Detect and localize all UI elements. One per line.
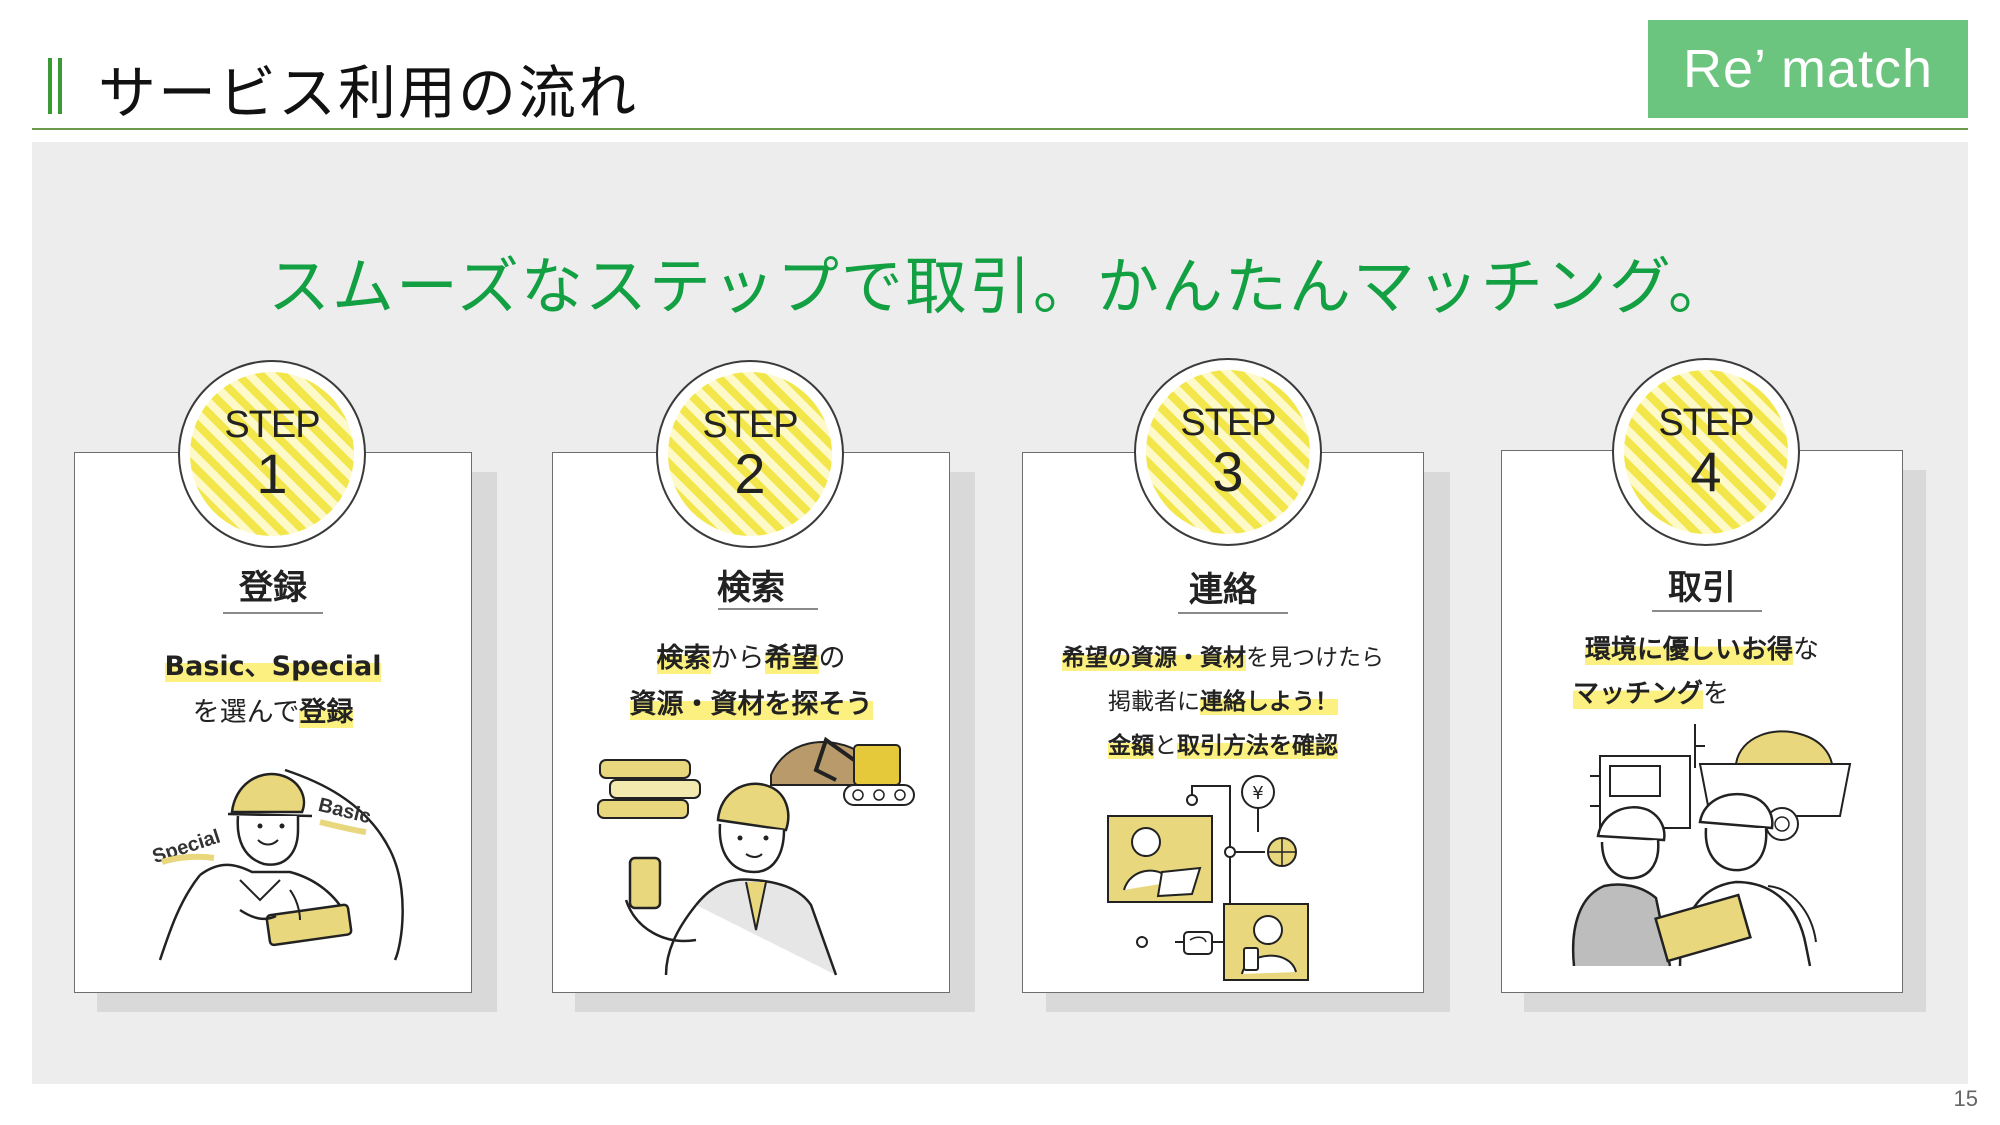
headline: スムーズなステップで取引。かんたんマッチング。 <box>268 250 1732 323</box>
desc-segment: 金額 <box>1108 733 1154 759</box>
step-badge-number: 1 <box>256 441 288 505</box>
desc-segment: と <box>1154 733 1177 759</box>
step-desc-3: 希望の資源・資材を見つけたら 掲載者に連絡しよう！ 金額と取引方法を確認 <box>1022 636 1424 768</box>
desc-segment: 取引方法を確認 <box>1177 733 1338 759</box>
step-desc-2: 検索から希望の 資源・資材を探そう <box>552 636 950 728</box>
desc-line: Basic、Special <box>74 644 472 690</box>
illus-label-special: Special <box>150 826 223 869</box>
step-badge-1: STEP 1 <box>178 360 366 548</box>
desc-line: 金額と取引方法を確認 <box>1022 724 1424 768</box>
desc-segment: 連絡しよう！ <box>1200 689 1338 715</box>
desc-segment: を選んで <box>192 697 300 728</box>
desc-segment: 環境に優しいお得 <box>1584 635 1793 665</box>
person-tablet-illustration: Special Basic <box>150 768 404 961</box>
desc-segment: 掲載者に <box>1108 689 1200 715</box>
step-badge-label: STEP <box>224 404 320 447</box>
page-number: 15 <box>1953 1086 1978 1111</box>
desc-line: 環境に優しいお得な <box>1501 628 1903 672</box>
desc-segment: を <box>1703 679 1730 709</box>
step-badge-stripes: STEP 3 <box>1146 370 1310 534</box>
desc-segment: な <box>1793 635 1820 665</box>
desc-line: 検索から希望の <box>552 636 950 682</box>
step-badge-3: STEP 3 <box>1134 358 1322 546</box>
desc-line: 希望の資源・資材を見つけたら <box>1022 636 1424 680</box>
desc-segment: 資源・資材を探そう <box>629 689 873 720</box>
step-title-rule <box>718 608 818 610</box>
desc-line: マッチングを <box>1501 672 1903 716</box>
brand-logo: Re’ match <box>1648 20 1968 118</box>
workers-truck-illustration <box>1571 724 1852 967</box>
desc-segment: マッチング <box>1573 679 1704 709</box>
desc-line: を選んで登録 <box>74 690 472 736</box>
title-divider <box>32 128 1968 130</box>
desc-line: 資源・資材を探そう <box>552 682 950 728</box>
desc-line: 掲載者に連絡しよう！ <box>1022 680 1424 724</box>
step-title-4: 取引 <box>1668 568 1736 608</box>
step-title-rule <box>1178 612 1288 614</box>
desc-segment: 希望 <box>764 643 819 674</box>
desc-segment: Basic、Special <box>164 651 382 682</box>
step-title-rule <box>223 612 323 614</box>
step-badge-label: STEP <box>1658 402 1754 445</box>
step-badge-label: STEP <box>702 404 798 447</box>
step-title-rule <box>1652 610 1762 612</box>
step-title-1: 登録 <box>239 568 307 608</box>
step-title-3: 連絡 <box>1189 570 1257 610</box>
step-badge-stripes: STEP 2 <box>668 372 832 536</box>
yen-icon: ¥ <box>1252 783 1263 804</box>
title-accent-bars <box>48 58 62 114</box>
desc-segment: 登録 <box>299 697 354 728</box>
step-badge-4: STEP 4 <box>1612 358 1800 546</box>
brand-logo-text: Re’ match <box>1682 39 1934 99</box>
step-desc-1: Basic、Special を選んで登録 <box>74 644 472 736</box>
step-badge-label: STEP <box>1180 402 1276 445</box>
desc-segment: から <box>710 643 765 674</box>
step-badge-stripes: STEP 1 <box>190 372 354 536</box>
step-title-2: 検索 <box>717 568 785 608</box>
desc-segment: の <box>818 643 846 674</box>
step-badge-number: 3 <box>1212 439 1244 503</box>
step-badge-number: 4 <box>1690 439 1722 503</box>
page-title: サービス利用の流れ <box>98 59 639 127</box>
step-badge-stripes: STEP 4 <box>1624 370 1788 534</box>
step-badge-number: 2 <box>734 441 766 505</box>
step-badge-2: STEP 2 <box>656 360 844 548</box>
desc-segment: 希望の資源・資材 <box>1062 645 1246 671</box>
step-desc-4: 環境に優しいお得な マッチングを <box>1501 628 1903 716</box>
desc-segment: を見つけたら <box>1246 645 1384 671</box>
businessman-search-illustration <box>597 736 915 976</box>
desc-segment: 検索 <box>656 643 711 674</box>
contact-network-illustration: ¥ <box>1107 775 1309 981</box>
